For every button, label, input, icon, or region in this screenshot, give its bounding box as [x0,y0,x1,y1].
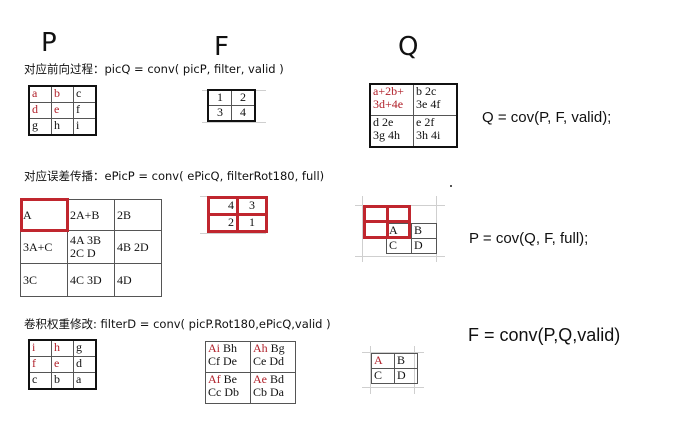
grid-p-rot-cell: f [28,356,52,373]
grid-eq2-cell: D [394,368,418,384]
equation-q: Q = cov(P, F, valid); [482,109,612,126]
grid-f-cell: 4 [231,105,256,122]
grid-fd: Ai Bh Cf De Ah Bg Ce Dd Af Be Cc Db Ae B… [205,341,296,404]
title-f: F [214,32,229,62]
grid-ep-cell: 4A 3B 2C D [67,230,115,264]
stray-dot [450,185,452,187]
equation-p: P = cov(Q, F, full); [469,230,589,247]
grid-p-rot-cell: d [73,356,97,373]
grid-p-rot-cell: i [28,339,52,357]
grid-p-cell: e [51,102,74,119]
grid-q-text: b 2c [416,84,437,98]
grid-fd-cell: Af Be Cc Db [205,372,251,404]
grid-q: a+2b+ 3d+4e b 2c 3e 4f d 2e 3g 4h e 2f 3… [369,83,458,148]
grid-p-cell: b [51,85,74,103]
grid-fd-cell: Ae Bd Cb Da [250,372,296,404]
grid-fd-red: Ae [253,372,267,386]
grid-p-rot-cell: a [73,372,97,390]
grid-eq2-cell: A [371,353,395,369]
grid-eq-guide [355,256,445,257]
grid-q-cell: b 2c 3e 4f [413,83,458,116]
grid-f-cell: 2 [231,89,256,106]
grid-rot-cell: 2 [207,213,239,233]
grid-f-cell: 3 [207,105,232,122]
grid-fd-cell: Ah Bg Ce Dd [250,341,296,373]
caption-backprop: 对应误差传播：ePicP = conv( ePicQ, filterRot180… [24,169,325,183]
title-p: P [41,28,57,58]
grid-fd-text: Bh [220,341,238,355]
grid-fd-text: Cb Da [253,385,284,399]
grid-p-rot-cell: g [73,339,97,357]
grid-ep-cell: 2A+B [67,199,115,231]
grid-rot-cell: 4 [207,196,239,216]
grid-p-cell: c [73,85,97,103]
grid-ep: A 2A+B 2B 3A+C 4A 3B 2C D 4B 2D 3C 4C 3D… [20,199,162,297]
grid-fd-text: Bg [267,341,285,355]
grid-eq-cell: D [411,238,437,254]
caption-forward: 对应前向过程：picQ = conv( picP, filter, valid … [24,62,284,76]
grid-f-cell: 1 [207,89,232,106]
grid-rot-guide [200,233,266,234]
grid-fd-red: Ai [208,341,220,355]
grid-eq: A B C D [386,223,437,254]
grid-fd-text: Cc Db [208,385,239,399]
grid-q-text: a+2b+ [373,84,404,98]
grid-fd-text: Ce Dd [253,354,284,368]
grid-rot-cell: 3 [236,196,268,216]
grid-ep-cell: 3A+C [20,230,68,264]
grid-q-text: 3h 4i [416,128,441,142]
grid-ep-cell: 4D [114,263,162,297]
grid-q-text: 3e 4f [416,97,441,111]
grid-f: 1 2 3 4 [207,89,256,122]
grid-q-cell: d 2e 3g 4h [369,115,414,148]
grid-fd-text: Bd [267,372,285,386]
grid-eq-guide [362,196,363,262]
grid-ep-cell: 4C 3D [67,263,115,297]
grid-q-cell: a+2b+ 3d+4e [369,83,414,116]
grid-eq-cell: B [411,223,437,239]
caption-update: 卷积权重修改: filterD = conv( picP.Rot180,ePic… [24,317,331,331]
grid-q-text: 3d+4e [373,97,404,111]
grid-fd-cell: Ai Bh Cf De [205,341,251,373]
grid-fd-red: Ah [253,341,268,355]
grid-p-rot-cell: h [51,339,74,357]
grid-q-cell: e 2f 3h 4i [413,115,458,148]
grid-p-rot-cell: e [51,356,74,373]
grid-q-text: 3g 4h [373,128,400,142]
grid-ep-cell: 3C [20,263,68,297]
grid-q-text: d 2e [373,115,394,129]
grid-eq-cell: C [386,238,412,254]
grid-p-cell: d [28,102,52,119]
grid-fd-red: Af [208,372,221,386]
grid-p-rot-cell: c [28,372,52,390]
grid-p-cell: f [73,102,97,119]
grid-q-text: e 2f [416,115,435,129]
grid-p-cell: g [28,118,52,136]
grid-ep-cell: A [20,199,68,231]
equation-f: F = conv(P,Q,valid) [468,325,621,345]
grid-ep-cell: 4B 2D [114,230,162,264]
grid-p: a b c d e f g h i [28,85,97,136]
grid-rot: 4 3 2 1 [207,196,268,233]
grid-fd-text: Cf De [208,354,237,368]
grid-ep-cell: 2B [114,199,162,231]
grid-p-cell: a [28,85,52,103]
grid-eq2: A B C D [371,353,418,384]
grid-p-cell: h [51,118,74,136]
grid-f-guide [202,122,266,123]
grid-eq2-cell: C [371,368,395,384]
grid-p-cell: i [73,118,97,136]
grid-eq2-guide [362,387,424,388]
grid-rot-cell: 1 [236,213,268,233]
grid-fd-text: Be [220,372,238,386]
grid-eq2-cell: B [394,353,418,369]
highlight-divider [363,220,411,223]
grid-p-rot-cell: b [51,372,74,390]
grid-eq2-guide [362,352,424,353]
grid-eq2-guide [370,346,371,394]
highlight-box [20,198,69,232]
title-q: Q [398,32,419,62]
grid-p-rot: i h g f e d c b a [28,339,97,390]
